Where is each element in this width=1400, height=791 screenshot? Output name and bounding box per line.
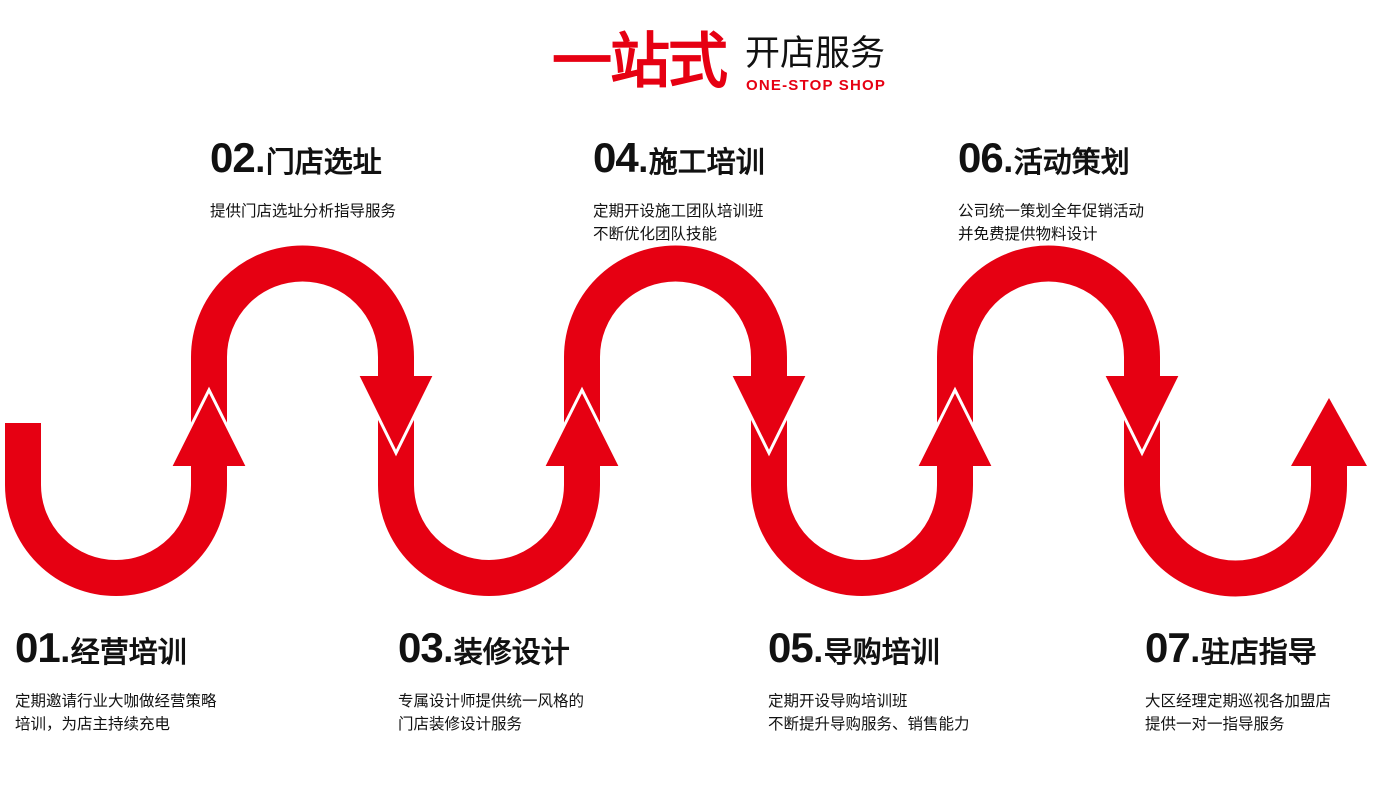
arrowhead-up-icon bbox=[171, 390, 247, 466]
step-desc-line: 公司统一策划全年促销活动 bbox=[958, 202, 1145, 220]
step-desc-line: 大区经理定期巡视各加盟店 bbox=[1145, 692, 1332, 710]
step-title: .导购培训 bbox=[812, 635, 940, 669]
arrowhead-down-icon bbox=[1104, 376, 1180, 453]
arrowhead-outline bbox=[542, 386, 622, 467]
step-desc-line: 不断提升导购服务、销售能力 bbox=[768, 715, 970, 733]
arrowhead-outline bbox=[356, 375, 436, 457]
step-desc-line: 提供门店选址分析指导服务 bbox=[210, 202, 397, 220]
arrowhead-up-icon bbox=[544, 390, 620, 466]
step-04: 04.施工培训 定期开设施工团队培训班不断优化团队技能 bbox=[593, 133, 765, 246]
flow-band bbox=[4, 245, 1347, 597]
arrowhead-up-icon bbox=[1291, 398, 1367, 466]
step-number: 05 bbox=[768, 624, 814, 671]
step-desc-line: 不断优化团队技能 bbox=[593, 225, 718, 243]
step-06: 06.活动策划 公司统一策划全年促销活动并免费提供物料设计 bbox=[958, 133, 1144, 246]
arrowhead-outline bbox=[169, 386, 249, 467]
step-desc-line: 门店装修设计服务 bbox=[398, 715, 523, 733]
step-title: .门店选址 bbox=[254, 145, 382, 179]
step-desc-line: 培训，为店主持续充电 bbox=[15, 715, 171, 733]
step-02: 02.门店选址 提供门店选址分析指导服务 bbox=[210, 133, 396, 223]
title-english: ONE-STOP SHOP bbox=[746, 77, 887, 94]
step-05: 05.导购培训 定期开设导购培训班不断提升导购服务、销售能力 bbox=[768, 623, 970, 736]
step-desc-line: 提供一对一指导服务 bbox=[1145, 715, 1285, 733]
step-desc-line: 定期邀请行业大咖做经营策略 bbox=[15, 692, 217, 710]
step-desc-line: 并免费提供物料设计 bbox=[958, 225, 1098, 243]
step-title: .活动策划 bbox=[1002, 145, 1130, 179]
step-title: .装修设计 bbox=[442, 635, 570, 669]
step-number: 07 bbox=[1145, 624, 1191, 671]
step-desc-line: 定期开设导购培训班 bbox=[768, 692, 908, 710]
step-07: 07.驻店指导 大区经理定期巡视各加盟店提供一对一指导服务 bbox=[1145, 623, 1331, 736]
title-highlight: 一站式 bbox=[552, 27, 728, 97]
step-desc-line: 定期开设施工团队培训班 bbox=[593, 202, 764, 220]
step-number: 02 bbox=[210, 134, 256, 181]
step-number: 01 bbox=[15, 624, 61, 671]
step-title: .驻店指导 bbox=[1189, 635, 1317, 669]
step-01: 01.经营培训 定期邀请行业大咖做经营策略培训，为店主持续充电 bbox=[15, 623, 217, 736]
arrowhead-outline bbox=[915, 386, 995, 467]
arrowhead-outline bbox=[729, 375, 809, 457]
step-number: 06 bbox=[958, 134, 1004, 181]
step-number: 04 bbox=[593, 134, 639, 181]
step-title: .经营培训 bbox=[59, 635, 187, 669]
arrowhead-down-icon bbox=[358, 376, 434, 453]
step-number: 03 bbox=[398, 624, 444, 671]
step-title: .施工培训 bbox=[637, 145, 765, 179]
title-text: 开店服务 bbox=[745, 34, 886, 74]
step-desc-line: 专属设计师提供统一风格的 bbox=[398, 692, 585, 710]
arrowhead-outline bbox=[1102, 375, 1182, 457]
step-03: 03.装修设计 专属设计师提供统一风格的门店装修设计服务 bbox=[398, 623, 584, 736]
arrowhead-down-icon bbox=[731, 376, 807, 453]
arrowhead-up-icon bbox=[917, 390, 993, 466]
